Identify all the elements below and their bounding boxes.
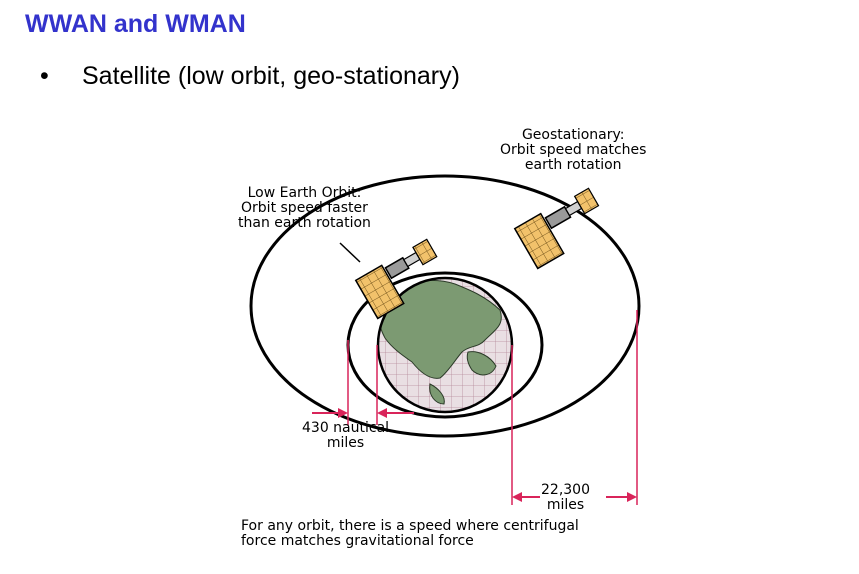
- bullet-item: • Satellite (low orbit, geo-stationary): [40, 62, 460, 91]
- bullet-text: Satellite (low orbit, geo-stationary): [82, 62, 460, 90]
- caption-line-2: force matches gravitational force: [241, 533, 474, 549]
- leo-distance-label: 430 nautical miles: [302, 421, 389, 451]
- geo-label-line-3: earth rotation: [524, 157, 622, 173]
- leo-label-line-2: Orbit speed faster: [241, 200, 368, 216]
- geo-label-line-2: Orbit speed matches: [500, 142, 647, 158]
- leo-label-line-1: Low Earth Orbit:: [247, 185, 362, 201]
- geo-orbit-ring: [249, 174, 641, 438]
- geo-distance-line-2: miles: [546, 497, 585, 513]
- leo-distance-line-1: 430 nautical: [302, 420, 390, 436]
- caption-line-1: For any orbit, there is a speed where ce…: [241, 518, 579, 534]
- geo-distance-line-1: 22,300: [541, 482, 590, 498]
- geo-label-line-1: Geostationary:: [521, 127, 625, 143]
- leo-label-line-3: than earth rotation: [238, 215, 371, 231]
- geo-distance-label: 22,300 miles: [541, 483, 590, 513]
- diagram-caption: For any orbit, there is a speed where ce…: [241, 519, 579, 549]
- geo-orbit-label: Geostationary: Orbit speed matches earth…: [500, 128, 646, 173]
- leo-leader-line: [339, 242, 361, 263]
- geo-distance-arrows: [512, 492, 637, 502]
- bullet-dot: •: [40, 62, 49, 90]
- geo-satellite: [513, 187, 600, 270]
- leo-distance-arrows: [312, 408, 414, 418]
- leo-orbit-label: Low Earth Orbit: Orbit speed faster than…: [238, 186, 371, 231]
- slide-title: WWAN and WMAN: [25, 10, 246, 38]
- leo-satellite: [354, 238, 438, 320]
- leo-distance-line-2: miles: [326, 435, 365, 451]
- earth-globe: [376, 276, 514, 414]
